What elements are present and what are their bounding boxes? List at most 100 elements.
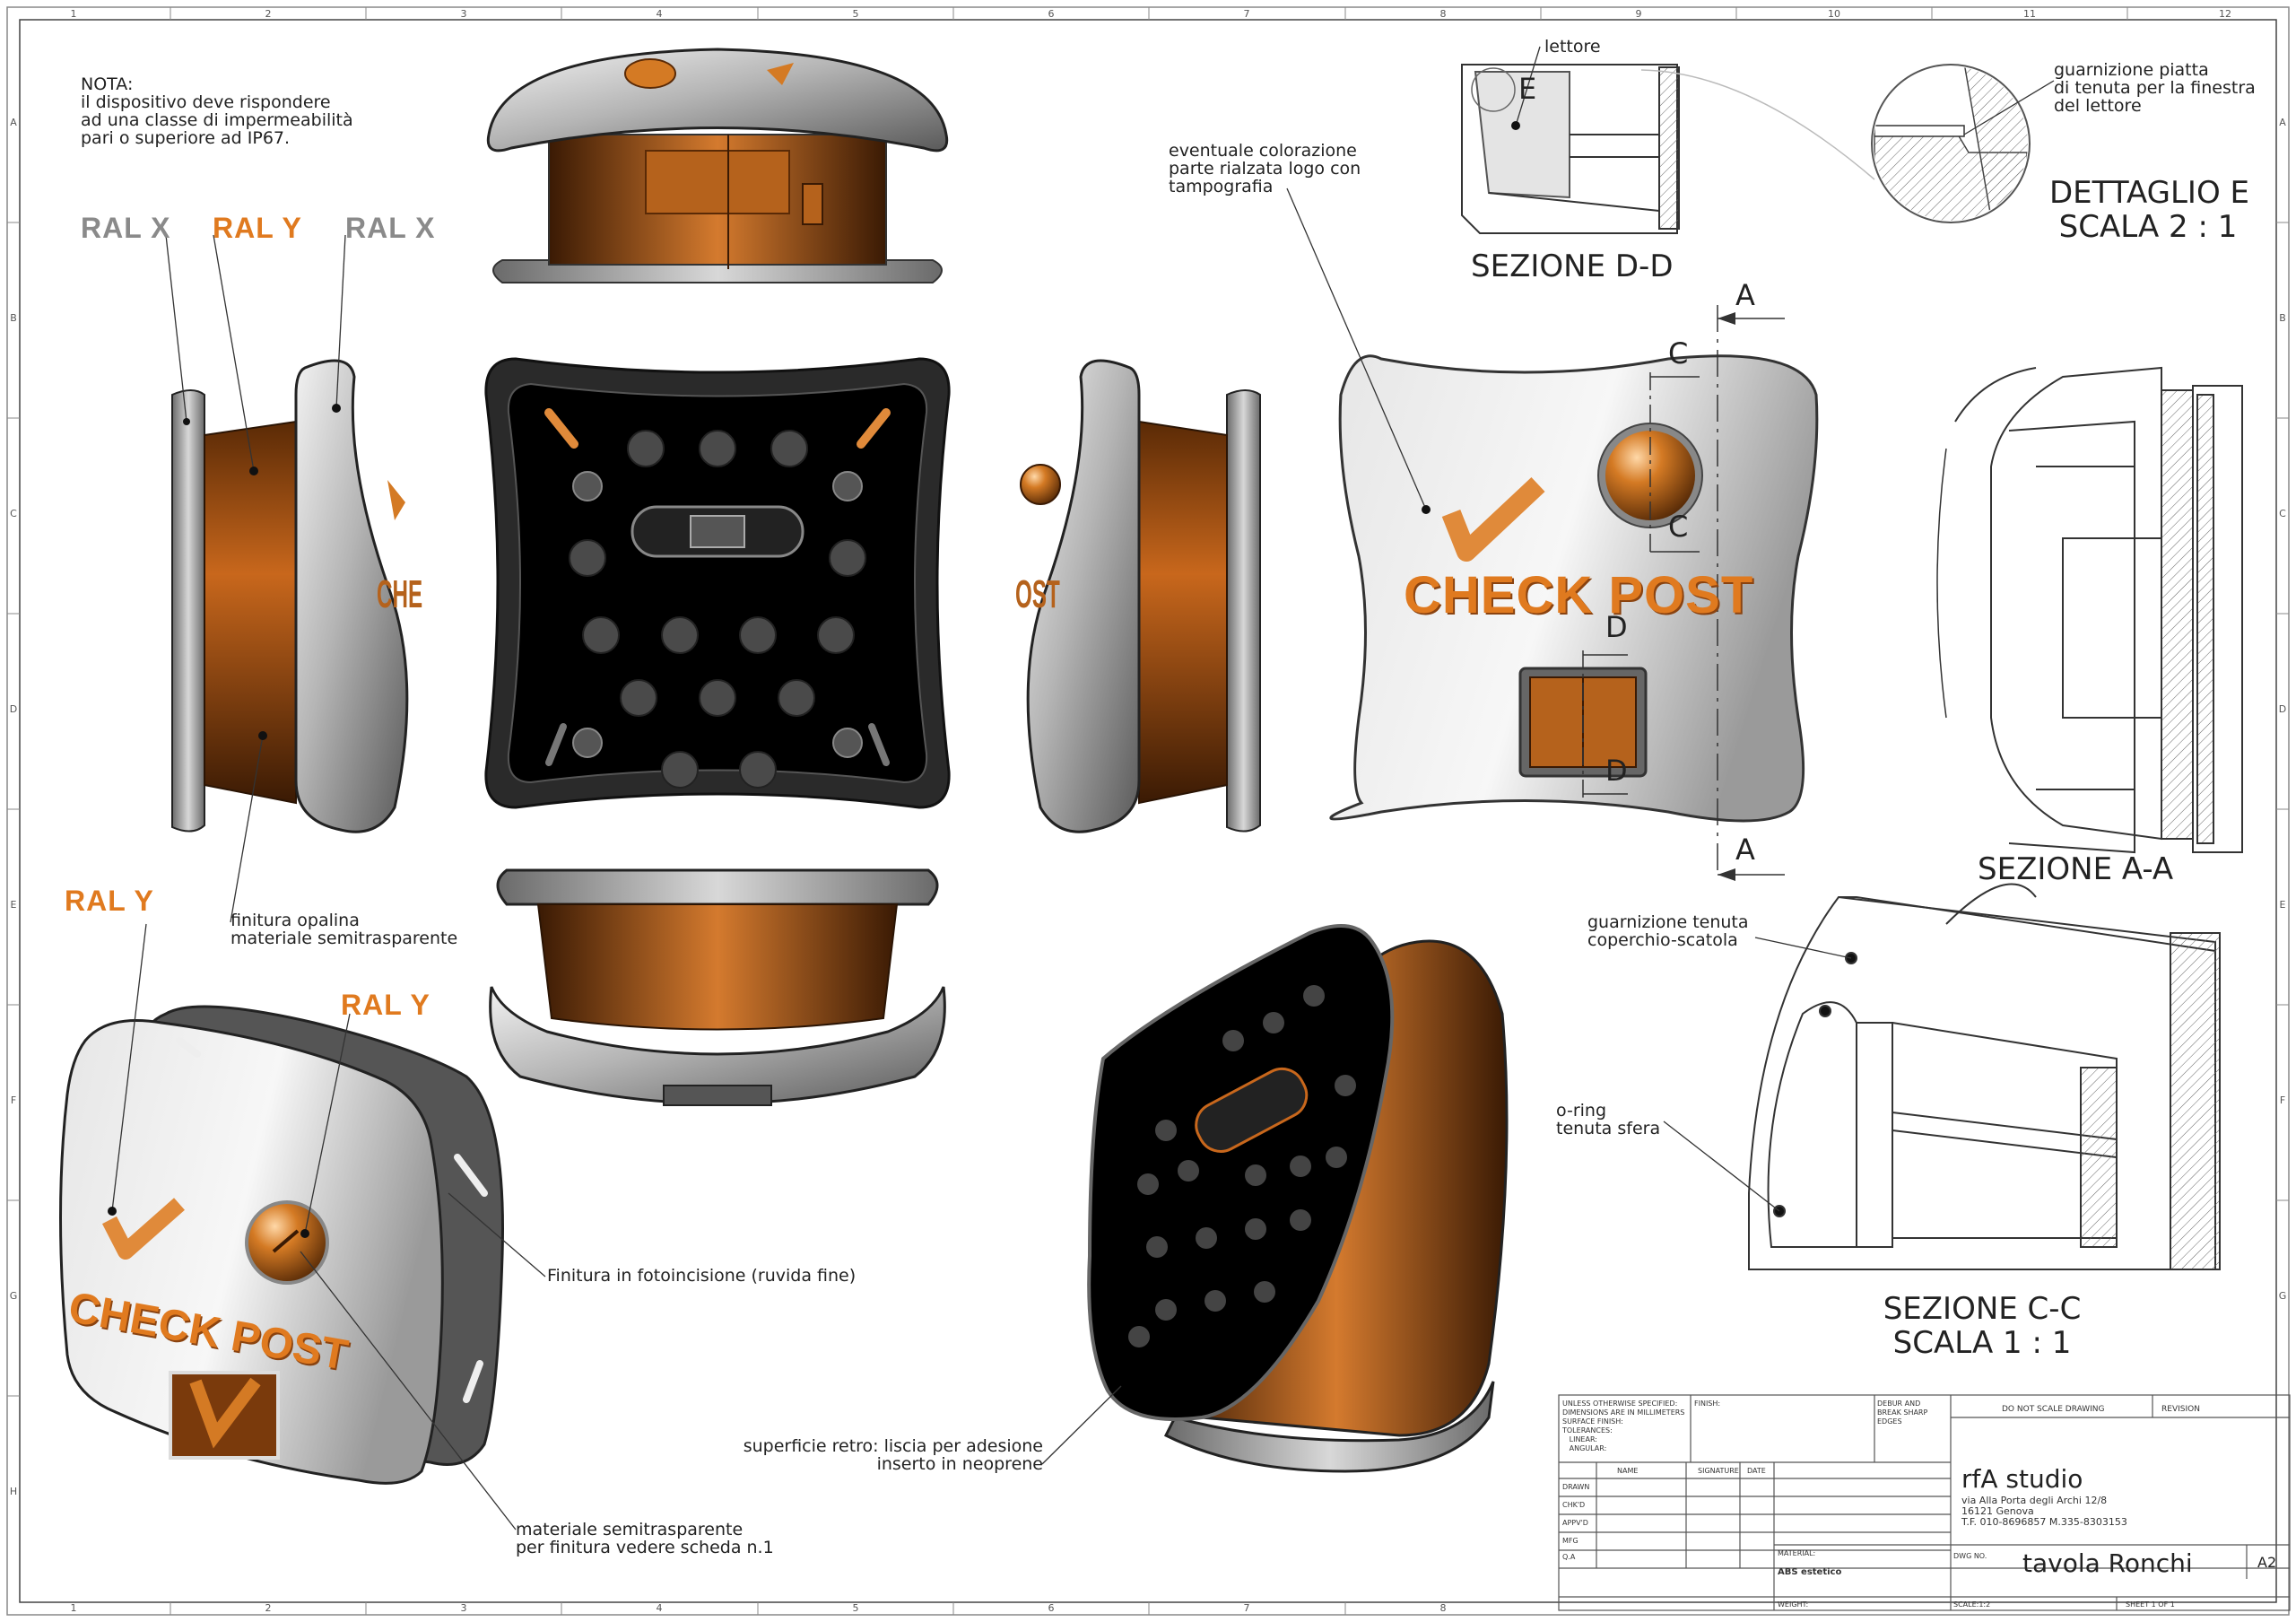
bottom-col-label-8: 8 [1439, 1602, 1447, 1614]
row-label-d-right: D [2278, 703, 2287, 715]
col-label-4: 4 [656, 8, 663, 20]
tb-studio-name: rfA studio [1961, 1464, 2083, 1494]
tb-row-appvd: APPV'D [1562, 1519, 1588, 1527]
note-oring: o-ring tenuta sfera [1556, 1101, 1661, 1138]
col-label-10: 10 [1828, 8, 1840, 20]
col-label-2: 2 [265, 8, 272, 20]
logo-checkpost-front: CHECK POST [1404, 566, 1754, 624]
leader-lines [111, 46, 2055, 1530]
row-label-a: A [10, 117, 17, 128]
tb-revision: REVISION [2161, 1405, 2200, 1414]
row-label-d: D [9, 703, 18, 715]
title-dettaglio-e: DETTAGLIO E SCALA 2 : 1 [2049, 175, 2249, 245]
tb-row-drawn: DRAWN [1562, 1483, 1590, 1491]
col-label-3: 3 [460, 8, 467, 20]
label-section-c-bottom: C [1668, 510, 1689, 544]
tb-do-not-scale: DO NOT SCALE DRAWING [2002, 1405, 2105, 1414]
detail-e [1640, 64, 2031, 223]
tb-deburr: DEBUR AND BREAK SHARP EDGES [1877, 1400, 1928, 1426]
bottom-col-label-2: 2 [265, 1602, 272, 1614]
row-label-f: F [10, 1094, 17, 1106]
label-section-c-top: C [1668, 336, 1689, 371]
right-side-view [1020, 359, 1261, 833]
bottom-col-label-7: 7 [1243, 1602, 1250, 1614]
tb-name: NAME [1617, 1467, 1639, 1475]
note-lettore: lettore [1544, 37, 1601, 57]
note-colorazione-logo: eventuale colorazione parte rialzata log… [1169, 141, 1361, 196]
note-finitura-opalina: finitura opalina materiale semitrasparen… [230, 911, 458, 948]
nota-ip67: NOTA: il dispositivo deve rispondere ad … [81, 74, 353, 148]
tb-finish: FINISH: [1694, 1400, 1721, 1408]
row-label-b: B [10, 312, 17, 324]
row-label-e-right: E [2279, 899, 2286, 911]
note-fotoincisione: Finitura in fotoincisione (ruvida fine) [547, 1266, 857, 1286]
logo-side-right: OST [1015, 572, 1060, 616]
ral-x-left: RAL X [81, 212, 171, 244]
ral-y-bottom-left: RAL Y [65, 885, 154, 917]
row-label-g: G [9, 1290, 18, 1302]
col-label-8: 8 [1439, 8, 1447, 20]
section-aa [1936, 366, 2243, 854]
bottom-col-label-6: 6 [1048, 1602, 1055, 1614]
col-label-7: 7 [1243, 8, 1250, 20]
col-label-6: 6 [1048, 8, 1055, 20]
ral-y-left: RAL Y [213, 212, 302, 244]
bottom-view [484, 357, 951, 809]
label-section-a-top: A [1735, 278, 1755, 312]
row-label-h: H [9, 1486, 18, 1497]
note-materiale-semitrasparente: materiale semitrasparente per finitura v… [516, 1520, 774, 1557]
grid-ticks [7, 7, 2289, 1615]
bottom-col-label-3: 3 [460, 1602, 467, 1614]
tb-row-qa: Q.A [1562, 1553, 1576, 1561]
title-sezione-dd: SEZIONE D-D [1471, 249, 1674, 284]
label-detail-e: E [1518, 72, 1537, 106]
tb-row-mfg: MFG [1562, 1537, 1578, 1545]
tb-studio-address: via Alla Porta degli Archi 12/8 16121 Ge… [1961, 1495, 2127, 1528]
label-section-d-top: D [1605, 610, 1628, 644]
row-label-g-right: G [2278, 1290, 2287, 1302]
iso-back-view [1087, 924, 1509, 1473]
front-bottom-view [489, 868, 946, 1106]
tb-sheet-size: A2 [2257, 1554, 2277, 1571]
outer-border [6, 6, 2290, 1616]
ral-y-bottom: RAL Y [341, 989, 430, 1021]
row-label-c-right: C [2279, 508, 2286, 519]
logo-side-left: CHE [377, 572, 423, 616]
tb-dwg-no-label: DWG NO. [1953, 1552, 1987, 1560]
front-view [1329, 305, 1819, 881]
note-superficie-retro: superficie retro: liscia per adesione in… [743, 1436, 1043, 1474]
bottom-col-label-1: 1 [70, 1602, 77, 1614]
col-label-9: 9 [1635, 8, 1642, 20]
top-view [486, 48, 949, 283]
row-label-e: E [10, 899, 17, 911]
tb-date: DATE [1747, 1467, 1766, 1475]
tb-material-label: MATERIAL: [1778, 1549, 1816, 1557]
title-block-frame [1558, 1394, 2291, 1611]
section-dd [1461, 64, 1680, 234]
col-label-11: 11 [2023, 8, 2036, 20]
label-section-a-bottom: A [1735, 833, 1755, 867]
row-label-b-right: B [2279, 312, 2286, 324]
bottom-col-label-4: 4 [656, 1602, 663, 1614]
tb-material-value: ABS estetico [1778, 1567, 1842, 1577]
bottom-col-label-5: 5 [852, 1602, 859, 1614]
title-sezione-aa: SEZIONE A-A [1978, 851, 2174, 887]
ral-x-right: RAL X [345, 212, 436, 244]
tb-weight: WEIGHT: [1778, 1600, 1809, 1609]
col-label-1: 1 [70, 8, 77, 20]
inner-border [19, 19, 2277, 1603]
col-label-5: 5 [852, 8, 859, 20]
section-cc [1748, 883, 2221, 1270]
row-label-c: C [10, 508, 17, 519]
col-label-12: 12 [2219, 8, 2231, 20]
title-sezione-cc: SEZIONE C-C SCALA 1 : 1 [1883, 1291, 2082, 1361]
row-label-a-right: A [2279, 117, 2286, 128]
left-side-view [171, 359, 409, 833]
row-label-f-right: F [2279, 1094, 2286, 1106]
tb-sheet-number: SHEET 1 OF 1 [2126, 1600, 2175, 1609]
tb-scale: SCALE:1:2 [1953, 1600, 1991, 1609]
tb-unless: UNLESS OTHERWISE SPECIFIED: DIMENSIONS A… [1562, 1400, 1685, 1452]
note-guarnizione-piatta: guarnizione piatta di tenuta per la fine… [2054, 60, 2256, 116]
